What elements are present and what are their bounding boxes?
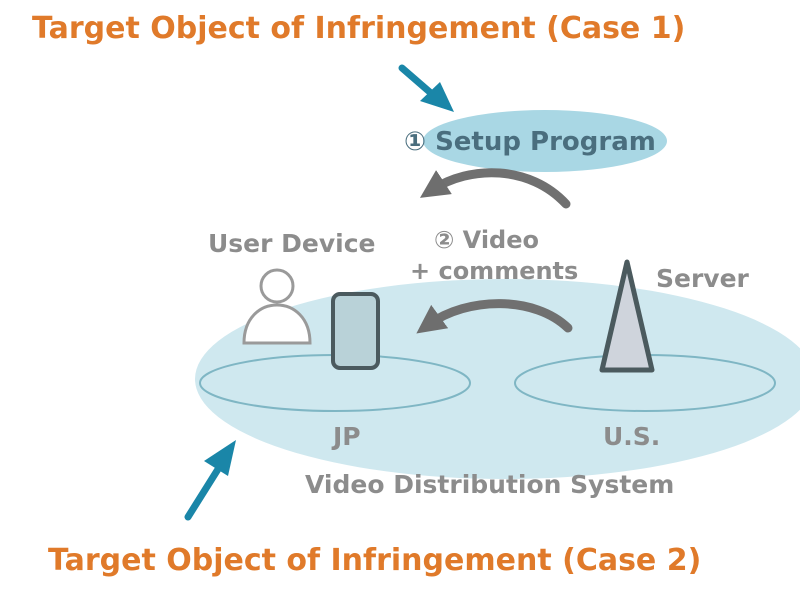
video-flow-arrow xyxy=(416,299,573,334)
setup-flow-arrow xyxy=(419,168,571,209)
comments-label: + comments xyxy=(410,257,578,285)
setup-program-label: ① Setup Program xyxy=(404,127,656,157)
user-device-label: User Device xyxy=(208,229,376,258)
smartphone-icon xyxy=(331,292,380,370)
server-icon xyxy=(599,259,655,373)
video-distribution-system-label: Video Distribution System xyxy=(305,470,674,499)
us-label: U.S. xyxy=(603,422,660,451)
jp-label: JP xyxy=(331,422,361,451)
video-label: ② Video xyxy=(434,226,539,254)
case2-pointer-arrow xyxy=(184,440,236,521)
case2-title: Target Object of Infringement (Case 2) xyxy=(48,543,701,578)
server-label: Server xyxy=(656,264,750,293)
user-icon xyxy=(242,268,312,345)
case1-title: Target Object of Infringement (Case 1) xyxy=(32,11,685,46)
case1-pointer-arrow xyxy=(398,64,454,112)
setup-program-ellipse xyxy=(423,110,667,172)
